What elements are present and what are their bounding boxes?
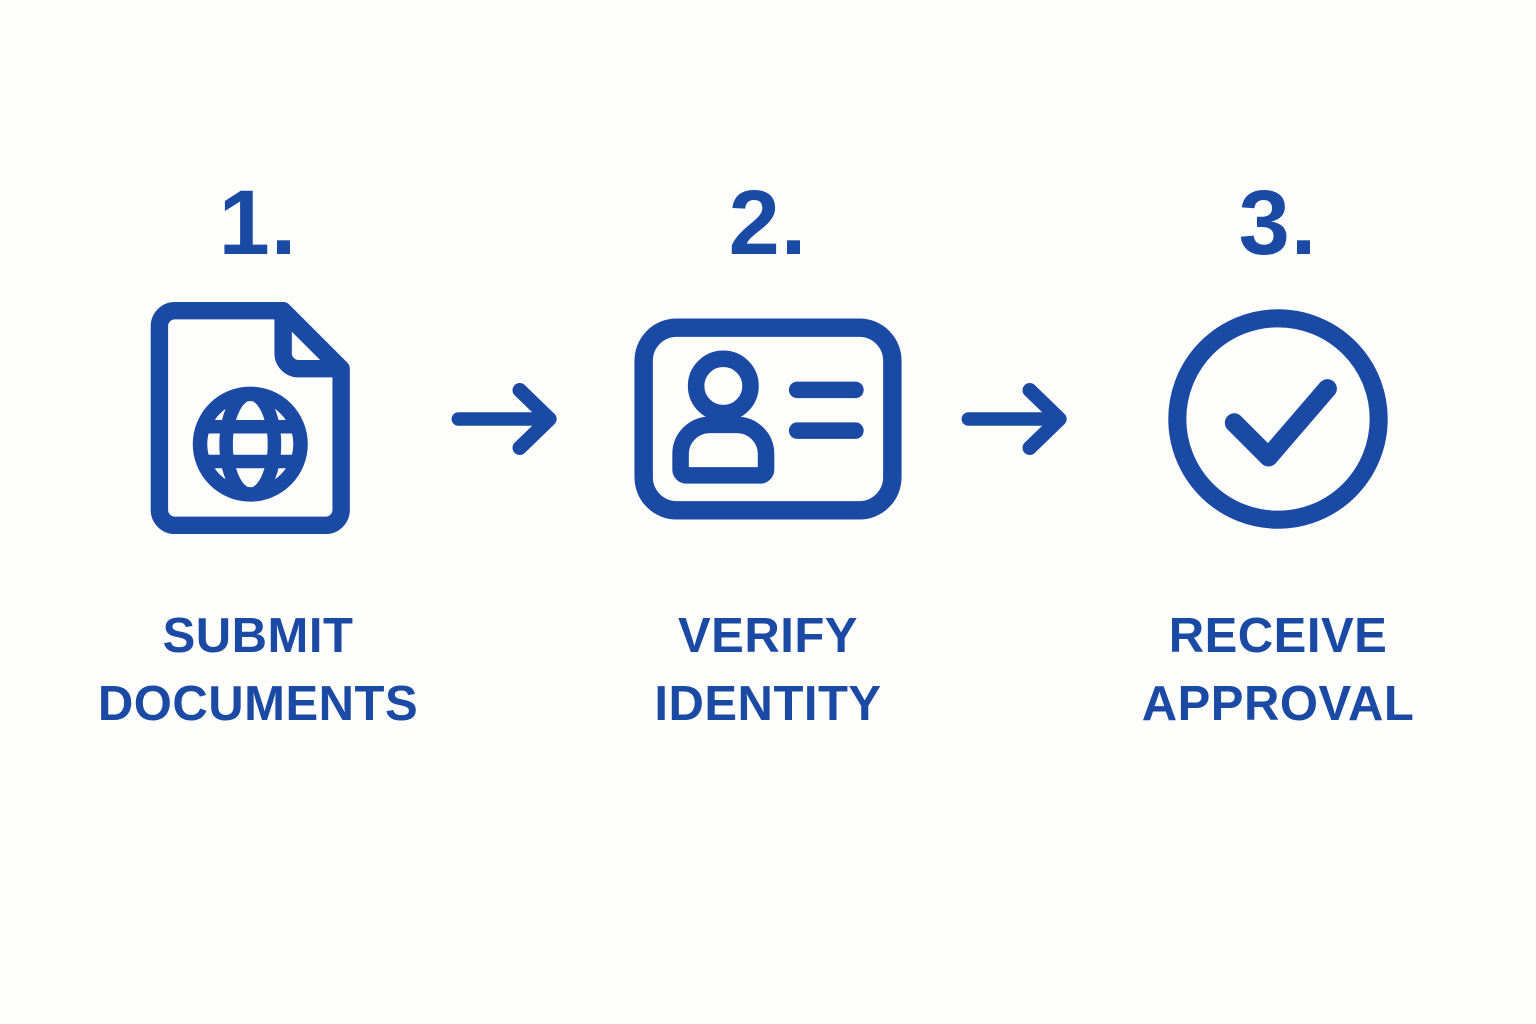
- step-label: VERIFY IDENTITY: [654, 603, 881, 738]
- step-icon-box: [142, 286, 374, 551]
- step-submit-documents: 1. SUBMIT DOCUMENTS: [78, 168, 438, 738]
- step-label-line1: SUBMIT: [162, 609, 354, 663]
- step-icon-box: [632, 286, 904, 551]
- step-icon-box: [1164, 286, 1392, 551]
- arrow-right-icon: [451, 382, 557, 455]
- step-label-line2: IDENTITY: [654, 676, 882, 731]
- arrow-right-icon: [961, 382, 1067, 455]
- check-circle-icon: [1168, 308, 1388, 529]
- step-verify-identity: 2. VERIFY IDENTITY: [588, 168, 948, 738]
- step-label: SUBMIT DOCUMENTS: [98, 603, 418, 738]
- connector-2: [948, 168, 1098, 738]
- process-flow: 1. SUBMIT DOCUMENTS: [78, 168, 1458, 738]
- step-label-line2: APPROVAL: [1141, 676, 1415, 731]
- step-label-line1: VERIFY: [678, 609, 858, 663]
- document-globe-icon: [150, 301, 350, 534]
- step-label-line2: DOCUMENTS: [97, 676, 419, 731]
- step-label: RECEIVE APPROVAL: [1142, 603, 1415, 738]
- step-label-line1: RECEIVE: [1168, 609, 1388, 663]
- id-card-icon: [634, 317, 902, 520]
- step-receive-approval: 3. RECEIVE APPROVAL: [1098, 168, 1458, 738]
- step-number: 1.: [218, 172, 298, 274]
- step-number: 2.: [728, 172, 808, 274]
- step-number: 3.: [1238, 172, 1318, 274]
- connector-1: [438, 168, 588, 738]
